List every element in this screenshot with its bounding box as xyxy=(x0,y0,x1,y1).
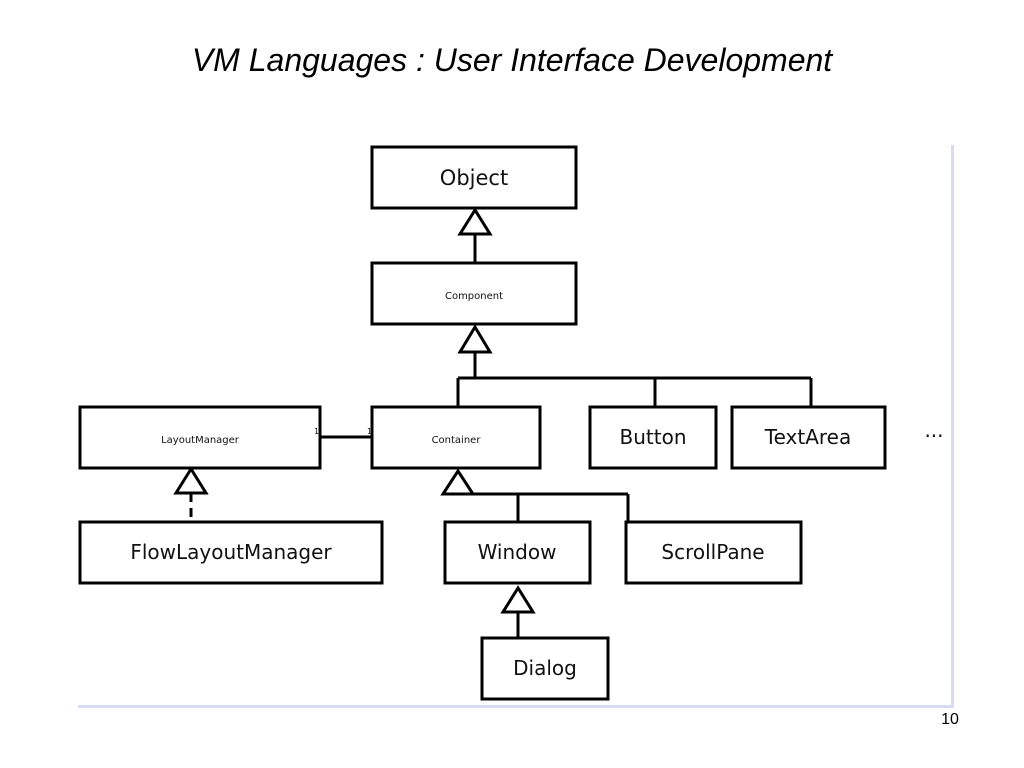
class-hierarchy-diagram: Object Component LayoutManager Container… xyxy=(78,145,944,701)
class-dialog-label: Dialog xyxy=(513,656,577,680)
class-object-label: Object xyxy=(440,166,508,190)
class-container: Container xyxy=(370,405,542,470)
class-diagram-panel: Object Component LayoutManager Container… xyxy=(78,145,954,708)
class-text-area-label: TextArea xyxy=(764,425,851,449)
page-number: 10 xyxy=(941,711,959,728)
class-flow-layout-manager-label: FlowLayoutManager xyxy=(130,540,332,564)
multiplicity-container-side: 1 xyxy=(367,427,372,436)
class-component: Component xyxy=(370,261,578,326)
class-window: Window xyxy=(443,520,592,585)
inheritance-arrow-subclasses-container xyxy=(440,468,476,496)
class-layout-manager: LayoutManager xyxy=(78,405,322,470)
class-container-label: Container xyxy=(432,435,482,446)
slide-title: VM Languages : User Interface Developmen… xyxy=(191,42,833,78)
class-scroll-pane-label: ScrollPane xyxy=(661,540,764,564)
class-text-area: TextArea xyxy=(730,405,887,470)
class-layout-manager-label: LayoutManager xyxy=(161,435,240,446)
class-scroll-pane: ScrollPane xyxy=(624,520,803,585)
inheritance-arrow-component-object xyxy=(457,207,493,236)
class-button-label: Button xyxy=(620,425,687,449)
class-window-label: Window xyxy=(478,540,557,564)
realization-arrow-flowlayout-layoutmanager xyxy=(173,466,209,495)
inheritance-arrow-subclasses-component xyxy=(457,324,493,354)
class-dialog: Dialog xyxy=(480,636,610,701)
class-object: Object xyxy=(370,145,578,210)
class-button: Button xyxy=(588,405,718,470)
class-component-label: Component xyxy=(445,291,503,302)
more-classes-ellipsis: ... xyxy=(924,418,943,442)
class-flow-layout-manager: FlowLayoutManager xyxy=(78,520,384,585)
multiplicity-layout-side: 1 xyxy=(314,427,319,436)
inheritance-arrow-dialog-window xyxy=(500,585,536,614)
